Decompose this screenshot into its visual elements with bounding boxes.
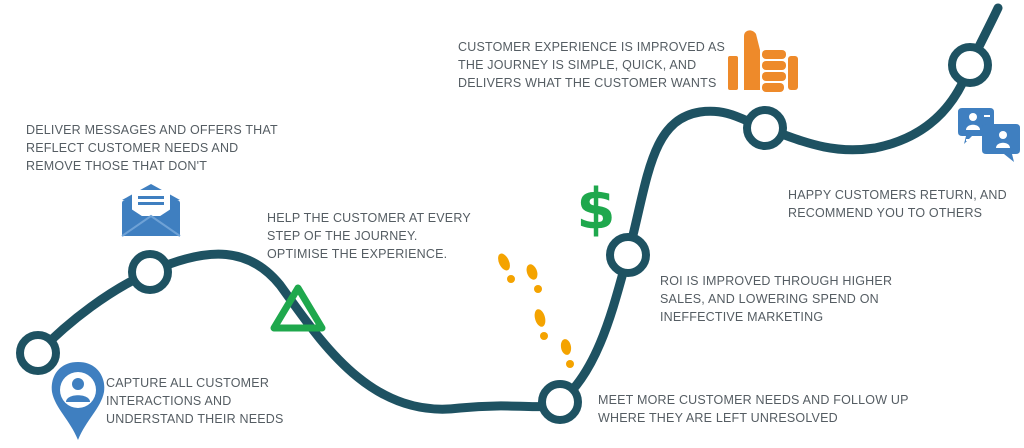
step-help-line-2: STEP OF THE JOURNEY. <box>267 229 418 243</box>
journey-node-deliver <box>128 250 172 294</box>
envelope-icon <box>121 184 181 237</box>
step-deliver-line-2: REFLECT CUSTOMER NEEDS AND <box>26 141 239 155</box>
step-help-line-1: HELP THE CUSTOMER AT EVERY <box>267 211 471 225</box>
chat-people-icon <box>958 108 1020 162</box>
journey-node-capture <box>16 331 60 375</box>
step-roi-line-3: INEFFECTIVE MARKETING <box>660 310 824 324</box>
footprints-icon <box>498 253 574 368</box>
journey-node-meet <box>538 380 582 424</box>
step-label-experience: CUSTOMER EXPERIENCE IS IMPROVED AS THE J… <box>458 38 725 92</box>
step-meet-line-1: MEET MORE CUSTOMER NEEDS AND FOLLOW UP <box>598 393 909 407</box>
step-happy-line-1: HAPPY CUSTOMERS RETURN, AND <box>788 188 1007 202</box>
step-capture-line-2: INTERACTIONS AND <box>106 394 232 408</box>
step-meet-line-2: WHERE THEY ARE LEFT UNRESOLVED <box>598 411 838 425</box>
step-experience-line-2: THE JOURNEY IS SIMPLE, QUICK, AND <box>458 58 697 72</box>
journey-node-roi <box>606 233 650 277</box>
journey-path <box>33 3 1003 414</box>
dollar-icon: $ <box>577 177 616 242</box>
thumbs-up-icon <box>728 30 798 92</box>
step-deliver-line-1: DELIVER MESSAGES AND OFFERS THAT <box>26 123 278 137</box>
step-experience-line-1: CUSTOMER EXPERIENCE IS IMPROVED AS <box>458 40 726 54</box>
step-experience-line-3: DELIVERS WHAT THE CUSTOMER WANTS <box>458 76 717 90</box>
step-label-meet: MEET MORE CUSTOMER NEEDS AND FOLLOW UP W… <box>598 391 909 427</box>
step-label-help: HELP THE CUSTOMER AT EVERY STEP OF THE J… <box>267 209 471 263</box>
step-roi-line-2: SALES, AND LOWERING SPEND ON <box>660 292 879 306</box>
journey-node-experience <box>743 106 787 150</box>
journey-node-happy <box>948 43 992 87</box>
step-help-line-3: OPTIMISE THE EXPERIENCE. <box>267 247 448 261</box>
step-deliver-line-3: REMOVE THOSE THAT DON'T <box>26 159 208 173</box>
step-roi-line-1: ROI IS IMPROVED THROUGH HIGHER <box>660 274 893 288</box>
step-label-happy: HAPPY CUSTOMERS RETURN, AND RECOMMEND YO… <box>788 186 1007 222</box>
step-capture-line-1: CAPTURE ALL CUSTOMER <box>106 376 270 390</box>
triangle-icon <box>270 284 326 332</box>
step-capture-line-3: UNDERSTAND THEIR NEEDS <box>106 412 284 426</box>
step-label-capture: CAPTURE ALL CUSTOMER INTERACTIONS AND UN… <box>106 374 284 428</box>
step-label-roi: ROI IS IMPROVED THROUGH HIGHER SALES, AN… <box>660 272 892 326</box>
location-pin-icon <box>51 362 105 440</box>
step-happy-line-2: RECOMMEND YOU TO OTHERS <box>788 206 983 220</box>
step-label-deliver: DELIVER MESSAGES AND OFFERS THAT REFLECT… <box>26 121 278 175</box>
